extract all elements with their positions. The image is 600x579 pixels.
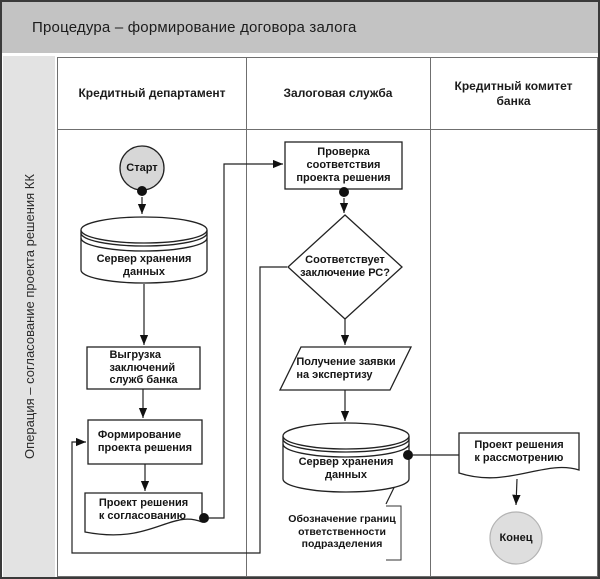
end-label: Конец [499,531,533,544]
datastore-server2-disk-line [282,438,410,453]
server1-label: Сервер хранения данных [96,253,192,278]
start-label: Старт [126,161,158,174]
draft-review-label: Проект решения к рассмотрению [474,439,564,464]
decision-label: Соответствует заключение РС? [300,254,390,279]
connector-draft-to-check [209,159,283,519]
junction-dot-server2 [403,450,413,460]
annotation-bracket [386,505,402,561]
connector-decision-feedback [71,266,287,554]
unload-label: Выгрузка заключений служб банка [109,348,178,387]
datastore-server2-disk-line [282,443,410,458]
process-box-unload [86,346,201,390]
datastore-server2-top [282,422,410,450]
lane-separator-2 [430,58,431,576]
diagram-title-bar: Процедура – формирование договора залога [2,2,598,53]
note-label: Обозначение границ ответственности подра… [288,513,396,551]
datastore-server1-top [80,216,208,244]
diagram-title: Процедура – формирование договора залога [32,19,357,36]
end-node [489,511,543,565]
process-box-check [284,141,403,190]
lane-header-credit-department: Кредитный департамент [78,86,226,100]
data-shape-request [278,346,413,391]
draft-approval-label: Проект решения к согласованию [98,497,189,522]
datastore-server1-body [80,230,208,284]
document-draft-review [458,432,580,479]
form-draft-label: Формирование проекта решения [97,429,193,454]
lane-header-credit-committee: Кредитный комитет банка [454,78,573,108]
operation-sidebar: Операция – согласование проекта решения … [3,56,55,577]
decision-diamond [287,214,403,320]
lane-separator-1 [246,58,247,576]
check-label: Проверка соответствия проекта решения [296,146,391,184]
lane-header-pledge-service: Залоговая служба [283,86,393,100]
junction-dot-start [137,186,147,196]
request-label: Получение заявки на экспертизу [296,355,396,381]
junction-dot-check [339,187,349,197]
header-rule [58,129,597,130]
datastore-server1-disk-line [80,232,208,247]
server2-label: Сервер хранения данных [298,456,394,481]
junction-dot-draft [199,513,209,523]
datastore-server1-disk-line [80,237,208,252]
connector-review-to-end [512,478,521,506]
process-box-form-draft [87,419,203,465]
